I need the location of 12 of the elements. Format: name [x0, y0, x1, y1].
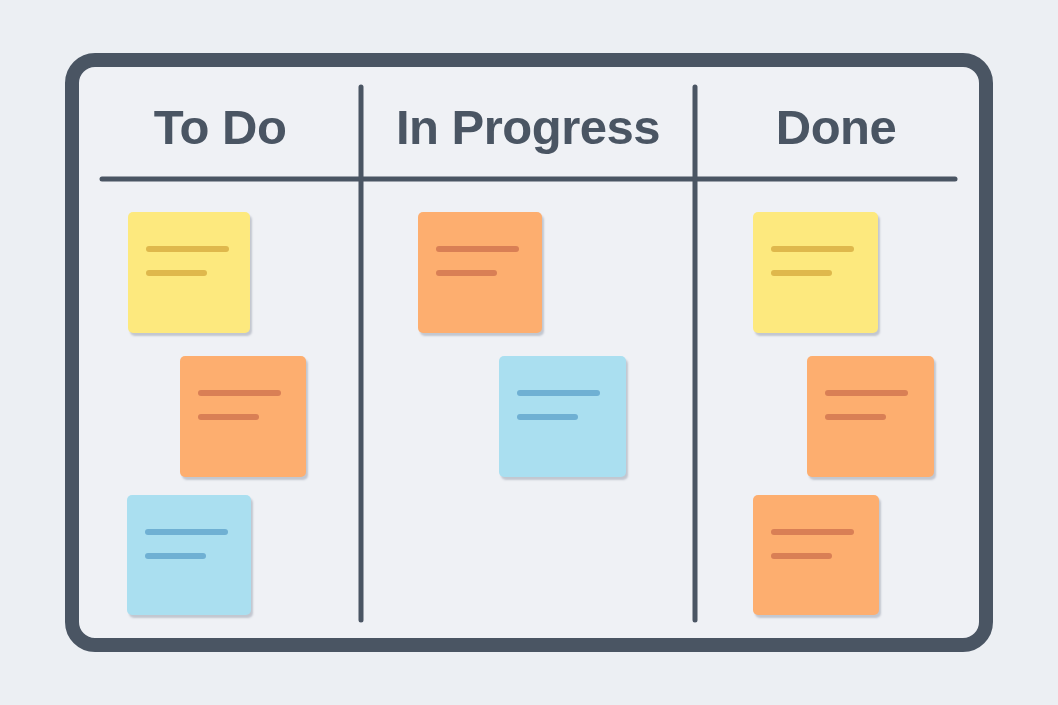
column-heading: In Progress: [395, 99, 661, 156]
sticky-note: [128, 212, 250, 333]
sticky-note: [180, 356, 306, 477]
sticky-note: [127, 495, 251, 615]
column-heading: To Do: [153, 99, 287, 156]
sticky-note: [753, 495, 879, 615]
sticky-note: [418, 212, 542, 333]
sticky-note: [753, 212, 878, 333]
column-heading: Done: [775, 99, 897, 156]
sticky-note: [807, 356, 934, 477]
whiteboard: [65, 53, 993, 652]
sticky-note: [499, 356, 626, 477]
